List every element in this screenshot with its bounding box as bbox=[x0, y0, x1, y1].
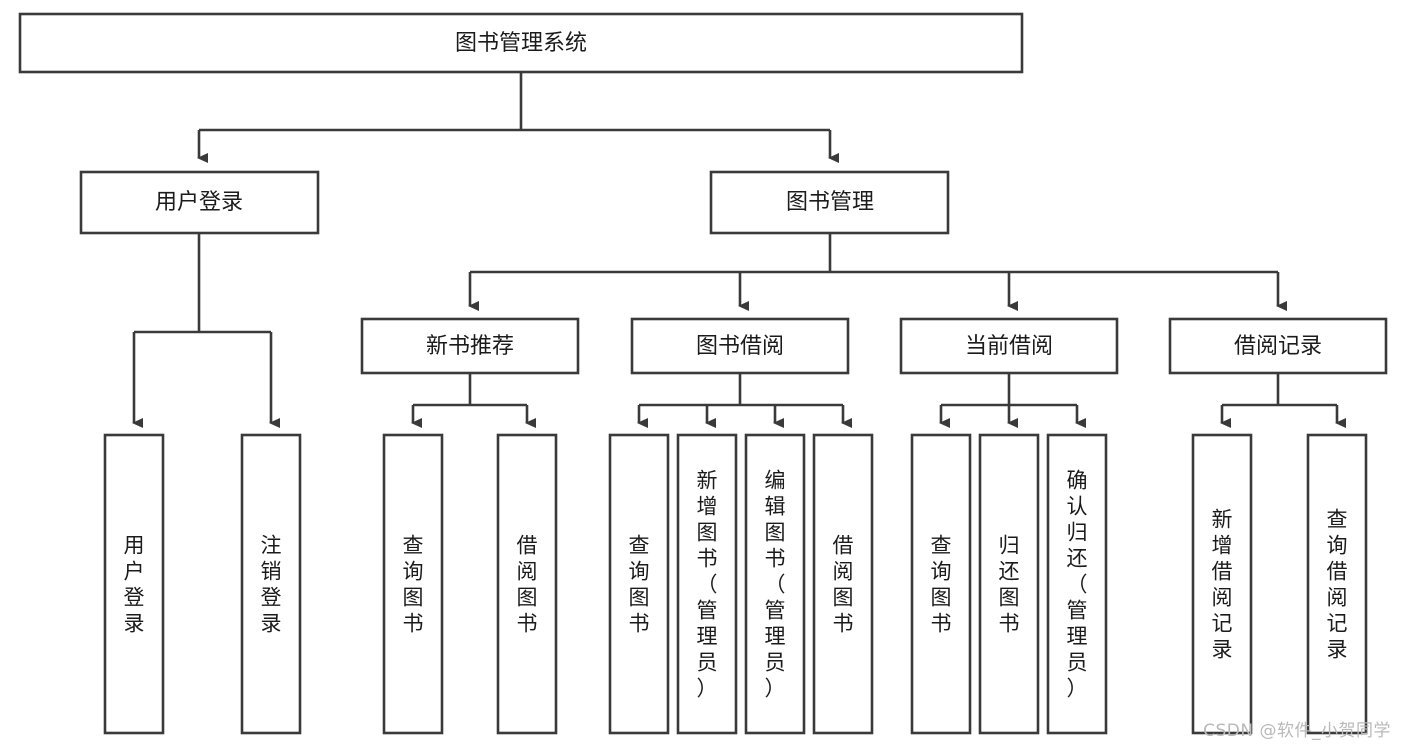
node-current-borrow-box[interactable] bbox=[899, 317, 1119, 375]
node-root-box[interactable] bbox=[18, 12, 1024, 74]
node-leaf-query-book-1[interactable]: 查询图书 bbox=[382, 433, 444, 735]
node-borrow-record-label: 借阅记录 bbox=[1234, 334, 1322, 359]
node-leaf-add-book[interactable]: 新增图书（管理员） bbox=[676, 433, 738, 735]
node-leaf-return-book[interactable]: 归还图书 bbox=[978, 433, 1040, 735]
node-leaf-add-record[interactable]: 新增借阅记录 bbox=[1191, 433, 1253, 735]
node-leaf-query-record-label: 查询借阅记录 bbox=[1327, 507, 1348, 661]
node-new-book-recommend[interactable]: 新书推荐 bbox=[360, 317, 580, 375]
node-leaf-logout-label: 注销登录 bbox=[261, 533, 282, 635]
node-leaf-add-record-box[interactable] bbox=[1191, 433, 1253, 735]
node-leaf-add-record-label: 新增借阅记录 bbox=[1212, 507, 1233, 661]
node-leaf-query-book-2[interactable]: 查询图书 bbox=[608, 433, 670, 735]
csdn-watermark: CSDN @软件_小贺同学 bbox=[1203, 721, 1391, 741]
node-leaf-query-book-3[interactable]: 查询图书 bbox=[910, 433, 972, 735]
node-leaf-borrow-book-1-box[interactable] bbox=[496, 433, 558, 735]
node-leaf-query-book-2-label: 查询图书 bbox=[629, 533, 650, 635]
node-leaf-add-book-box[interactable] bbox=[676, 433, 738, 735]
node-leaf-query-book-2-box[interactable] bbox=[608, 433, 670, 735]
node-leaf-edit-book[interactable]: 编辑图书（管理员） bbox=[744, 433, 806, 735]
leaf-layer: 用户登录 注销登录 查询图书 借阅图书 查询图书 新 bbox=[103, 433, 1368, 735]
node-leaf-query-book-3-label: 查询图书 bbox=[931, 533, 952, 635]
node-leaf-confirm-return[interactable]: 确认归还（管理员） bbox=[1046, 433, 1108, 735]
node-leaf-query-book-1-label: 查询图书 bbox=[403, 533, 424, 635]
node-user-login-box[interactable] bbox=[79, 170, 320, 235]
node-user-login[interactable]: 用户登录 bbox=[79, 170, 320, 235]
node-leaf-logout-box[interactable] bbox=[240, 433, 302, 735]
node-book-borrow-box[interactable] bbox=[630, 317, 850, 375]
node-book-manage-box[interactable] bbox=[709, 170, 950, 235]
node-new-book-recommend-box[interactable] bbox=[360, 317, 580, 375]
connector-layer bbox=[132, 72, 1346, 428]
node-root-label: 图书管理系统 bbox=[455, 31, 587, 56]
node-leaf-borrow-book-1-label: 借阅图书 bbox=[517, 533, 538, 635]
node-leaf-query-book-3-box[interactable] bbox=[910, 433, 972, 735]
node-book-manage-label: 图书管理 bbox=[786, 190, 874, 215]
node-leaf-edit-book-box[interactable] bbox=[744, 433, 806, 735]
node-leaf-return-book-label: 归还图书 bbox=[999, 533, 1020, 635]
node-leaf-edit-book-label: 编辑图书（管理员） bbox=[765, 468, 786, 700]
node-leaf-query-book-1-box[interactable] bbox=[382, 433, 444, 735]
node-leaf-borrow-book-2-box[interactable] bbox=[812, 433, 874, 735]
node-leaf-query-record-box[interactable] bbox=[1306, 433, 1368, 735]
node-borrow-record[interactable]: 借阅记录 bbox=[1168, 317, 1388, 375]
node-leaf-user-login[interactable]: 用户登录 bbox=[103, 433, 165, 735]
node-borrow-record-box[interactable] bbox=[1168, 317, 1388, 375]
node-root[interactable]: 图书管理系统 bbox=[18, 12, 1024, 74]
node-leaf-logout[interactable]: 注销登录 bbox=[240, 433, 302, 735]
node-current-borrow-label: 当前借阅 bbox=[965, 334, 1053, 359]
node-leaf-borrow-book-2[interactable]: 借阅图书 bbox=[812, 433, 874, 735]
node-leaf-return-book-box[interactable] bbox=[978, 433, 1040, 735]
node-current-borrow[interactable]: 当前借阅 bbox=[899, 317, 1119, 375]
node-leaf-query-record[interactable]: 查询借阅记录 bbox=[1306, 433, 1368, 735]
node-book-borrow[interactable]: 图书借阅 bbox=[630, 317, 850, 375]
node-new-book-recommend-label: 新书推荐 bbox=[426, 334, 514, 359]
node-leaf-user-login-box[interactable] bbox=[103, 433, 165, 735]
node-book-manage[interactable]: 图书管理 bbox=[709, 170, 950, 235]
node-user-login-label: 用户登录 bbox=[155, 190, 243, 215]
node-book-borrow-label: 图书借阅 bbox=[696, 334, 784, 359]
node-leaf-add-book-label: 新增图书（管理员） bbox=[697, 468, 718, 700]
node-leaf-borrow-book-1[interactable]: 借阅图书 bbox=[496, 433, 558, 735]
node-leaf-confirm-return-box[interactable] bbox=[1046, 433, 1108, 735]
node-leaf-user-login-label: 用户登录 bbox=[124, 533, 145, 635]
node-leaf-borrow-book-2-label: 借阅图书 bbox=[833, 533, 854, 635]
node-leaf-confirm-return-label: 确认归还（管理员） bbox=[1067, 468, 1088, 700]
